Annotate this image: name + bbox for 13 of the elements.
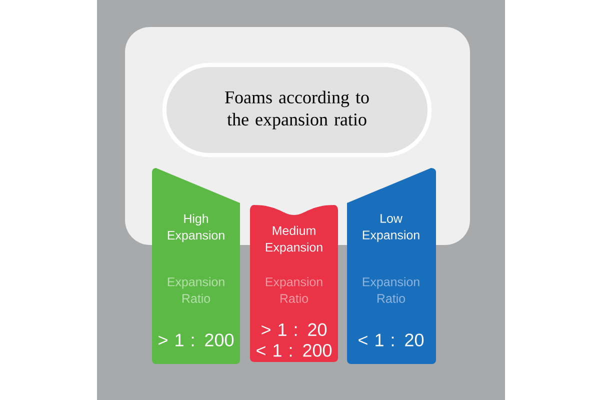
category-tab [152, 168, 240, 364]
tab-heading: Low Expansion [362, 214, 420, 242]
category-tab [347, 168, 436, 364]
tab-label: Expansion Ratio [168, 277, 224, 303]
ratio-value: < 1 : 20 [358, 334, 424, 346]
ratio-value: > 1 : 200 [158, 334, 234, 346]
tab-heading: Medium Expansion [266, 226, 322, 254]
tab-label: Expansion Ratio [362, 277, 420, 303]
ratio-value: > 1 : 20 < 1 : 200 [256, 323, 332, 357]
title-pill: Foams according to the expansion ratio [162, 62, 432, 158]
category-tab [250, 205, 338, 362]
tab-label: Expansion Ratio [266, 277, 322, 303]
tab-heading: High Expansion [168, 214, 224, 242]
